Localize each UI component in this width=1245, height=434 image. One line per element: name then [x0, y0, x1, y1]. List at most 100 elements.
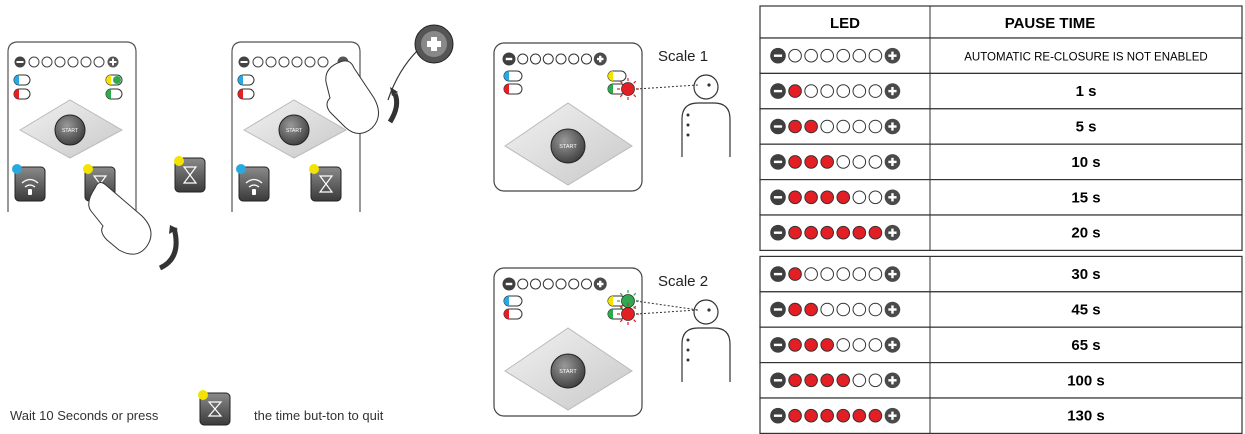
- observer-head-icon: [693, 299, 719, 325]
- led-off: [581, 278, 592, 290]
- led-on: [820, 190, 834, 205]
- start-button[interactable]: [550, 353, 586, 389]
- led-strip: [770, 189, 901, 206]
- table-row: 100 s: [759, 362, 1243, 399]
- time-button-inline: [198, 390, 231, 426]
- led-off: [530, 53, 541, 65]
- led-on: [788, 408, 802, 423]
- pause-time-table: LED PAUSE TIME AUTOMATIC RE-CLOSURE IS N…: [759, 5, 1243, 434]
- start-button[interactable]: [278, 114, 310, 146]
- led-off: [852, 48, 867, 63]
- led-off: [868, 267, 883, 281]
- led-on: [788, 119, 802, 134]
- led-off: [542, 278, 554, 290]
- led-on: [788, 267, 802, 281]
- led-off: [852, 155, 867, 169]
- pause-time-value: 65 s: [1071, 337, 1100, 354]
- led-on: [788, 338, 802, 352]
- status-leds: [13, 74, 123, 100]
- observer-body-icon: [681, 102, 731, 157]
- pressing-hand-icon: [88, 182, 179, 271]
- led-off: [555, 53, 567, 65]
- control-panel-left: START: [7, 41, 206, 271]
- led-off: [820, 84, 834, 98]
- table-row: 130 s: [759, 397, 1243, 434]
- observer-body-icon: [681, 327, 731, 382]
- led-off: [852, 190, 867, 205]
- led-strip: [770, 407, 901, 424]
- led-on: [836, 408, 851, 423]
- led-off: [804, 48, 818, 63]
- table-row: 1 s: [759, 72, 1243, 110]
- observer-head-icon: [693, 74, 719, 100]
- caption-end: the time but-ton to quit: [254, 408, 384, 423]
- led-on: [836, 225, 851, 240]
- led-off: [517, 278, 529, 290]
- led-off: [836, 48, 851, 63]
- led-strip: [770, 83, 901, 99]
- led-off: [852, 119, 867, 134]
- header-pause-time: PAUSE TIME: [1005, 15, 1096, 32]
- pause-time-value: 100 s: [1067, 372, 1105, 389]
- led-on: [852, 225, 867, 240]
- led-off: [868, 84, 883, 98]
- led-off: [820, 48, 834, 63]
- led-off: [555, 278, 567, 290]
- led-on: [804, 119, 818, 134]
- led-off: [868, 155, 883, 169]
- led-on: [788, 190, 802, 205]
- scale-label: Scale 1: [658, 48, 708, 65]
- start-button[interactable]: [550, 128, 586, 164]
- led-off: [852, 267, 867, 281]
- table-row: AUTOMATIC RE-CLOSURE IS NOT ENABLED: [759, 37, 1243, 75]
- led-off: [820, 267, 834, 281]
- led-off: [868, 190, 883, 205]
- led-off: [517, 53, 529, 65]
- led-off: [836, 119, 851, 134]
- led-strip: [770, 224, 901, 241]
- led-off: [868, 338, 883, 352]
- start-label: START: [559, 144, 577, 150]
- caption-start: Wait 10 Seconds or press: [10, 408, 159, 423]
- led-off: [568, 278, 580, 290]
- pause-time-value: 130 s: [1067, 408, 1105, 425]
- led-strip: [770, 266, 901, 282]
- scale-label: Scale 2: [658, 273, 708, 290]
- pause-time-value: 1 s: [1076, 83, 1097, 100]
- led-off: [852, 302, 867, 317]
- led-on: [804, 373, 818, 388]
- led-on: [804, 338, 818, 352]
- led-strip: [770, 337, 901, 353]
- led-on: [836, 190, 851, 205]
- led-on: [788, 373, 802, 388]
- led-off: [788, 48, 802, 63]
- pause-time-value: 30 s: [1071, 266, 1100, 283]
- led-on: [836, 373, 851, 388]
- led-on: [852, 408, 867, 423]
- table-row: 15 s: [759, 179, 1243, 216]
- table-row: 5 s: [759, 108, 1243, 145]
- led-strip: [770, 47, 901, 64]
- start-label: START: [286, 128, 302, 134]
- led-on: [804, 225, 818, 240]
- table-row: 65 s: [759, 326, 1243, 364]
- led-on: [820, 338, 834, 352]
- table-row: 20 s: [759, 214, 1243, 252]
- remote-button[interactable]: [14, 166, 46, 202]
- table-row: 30 s: [759, 255, 1243, 293]
- led-off: [542, 53, 554, 65]
- header-led: LED: [830, 15, 860, 32]
- start-button[interactable]: [54, 114, 86, 146]
- led-on: [868, 408, 883, 423]
- led-off: [836, 302, 851, 317]
- led-strip: [770, 372, 901, 389]
- led-off: [868, 302, 883, 317]
- led-on: [804, 190, 818, 205]
- remote-button[interactable]: [238, 166, 270, 202]
- led-off: [852, 338, 867, 352]
- led-strip: [770, 301, 901, 318]
- led-off: [820, 302, 834, 317]
- led-on: [788, 225, 802, 240]
